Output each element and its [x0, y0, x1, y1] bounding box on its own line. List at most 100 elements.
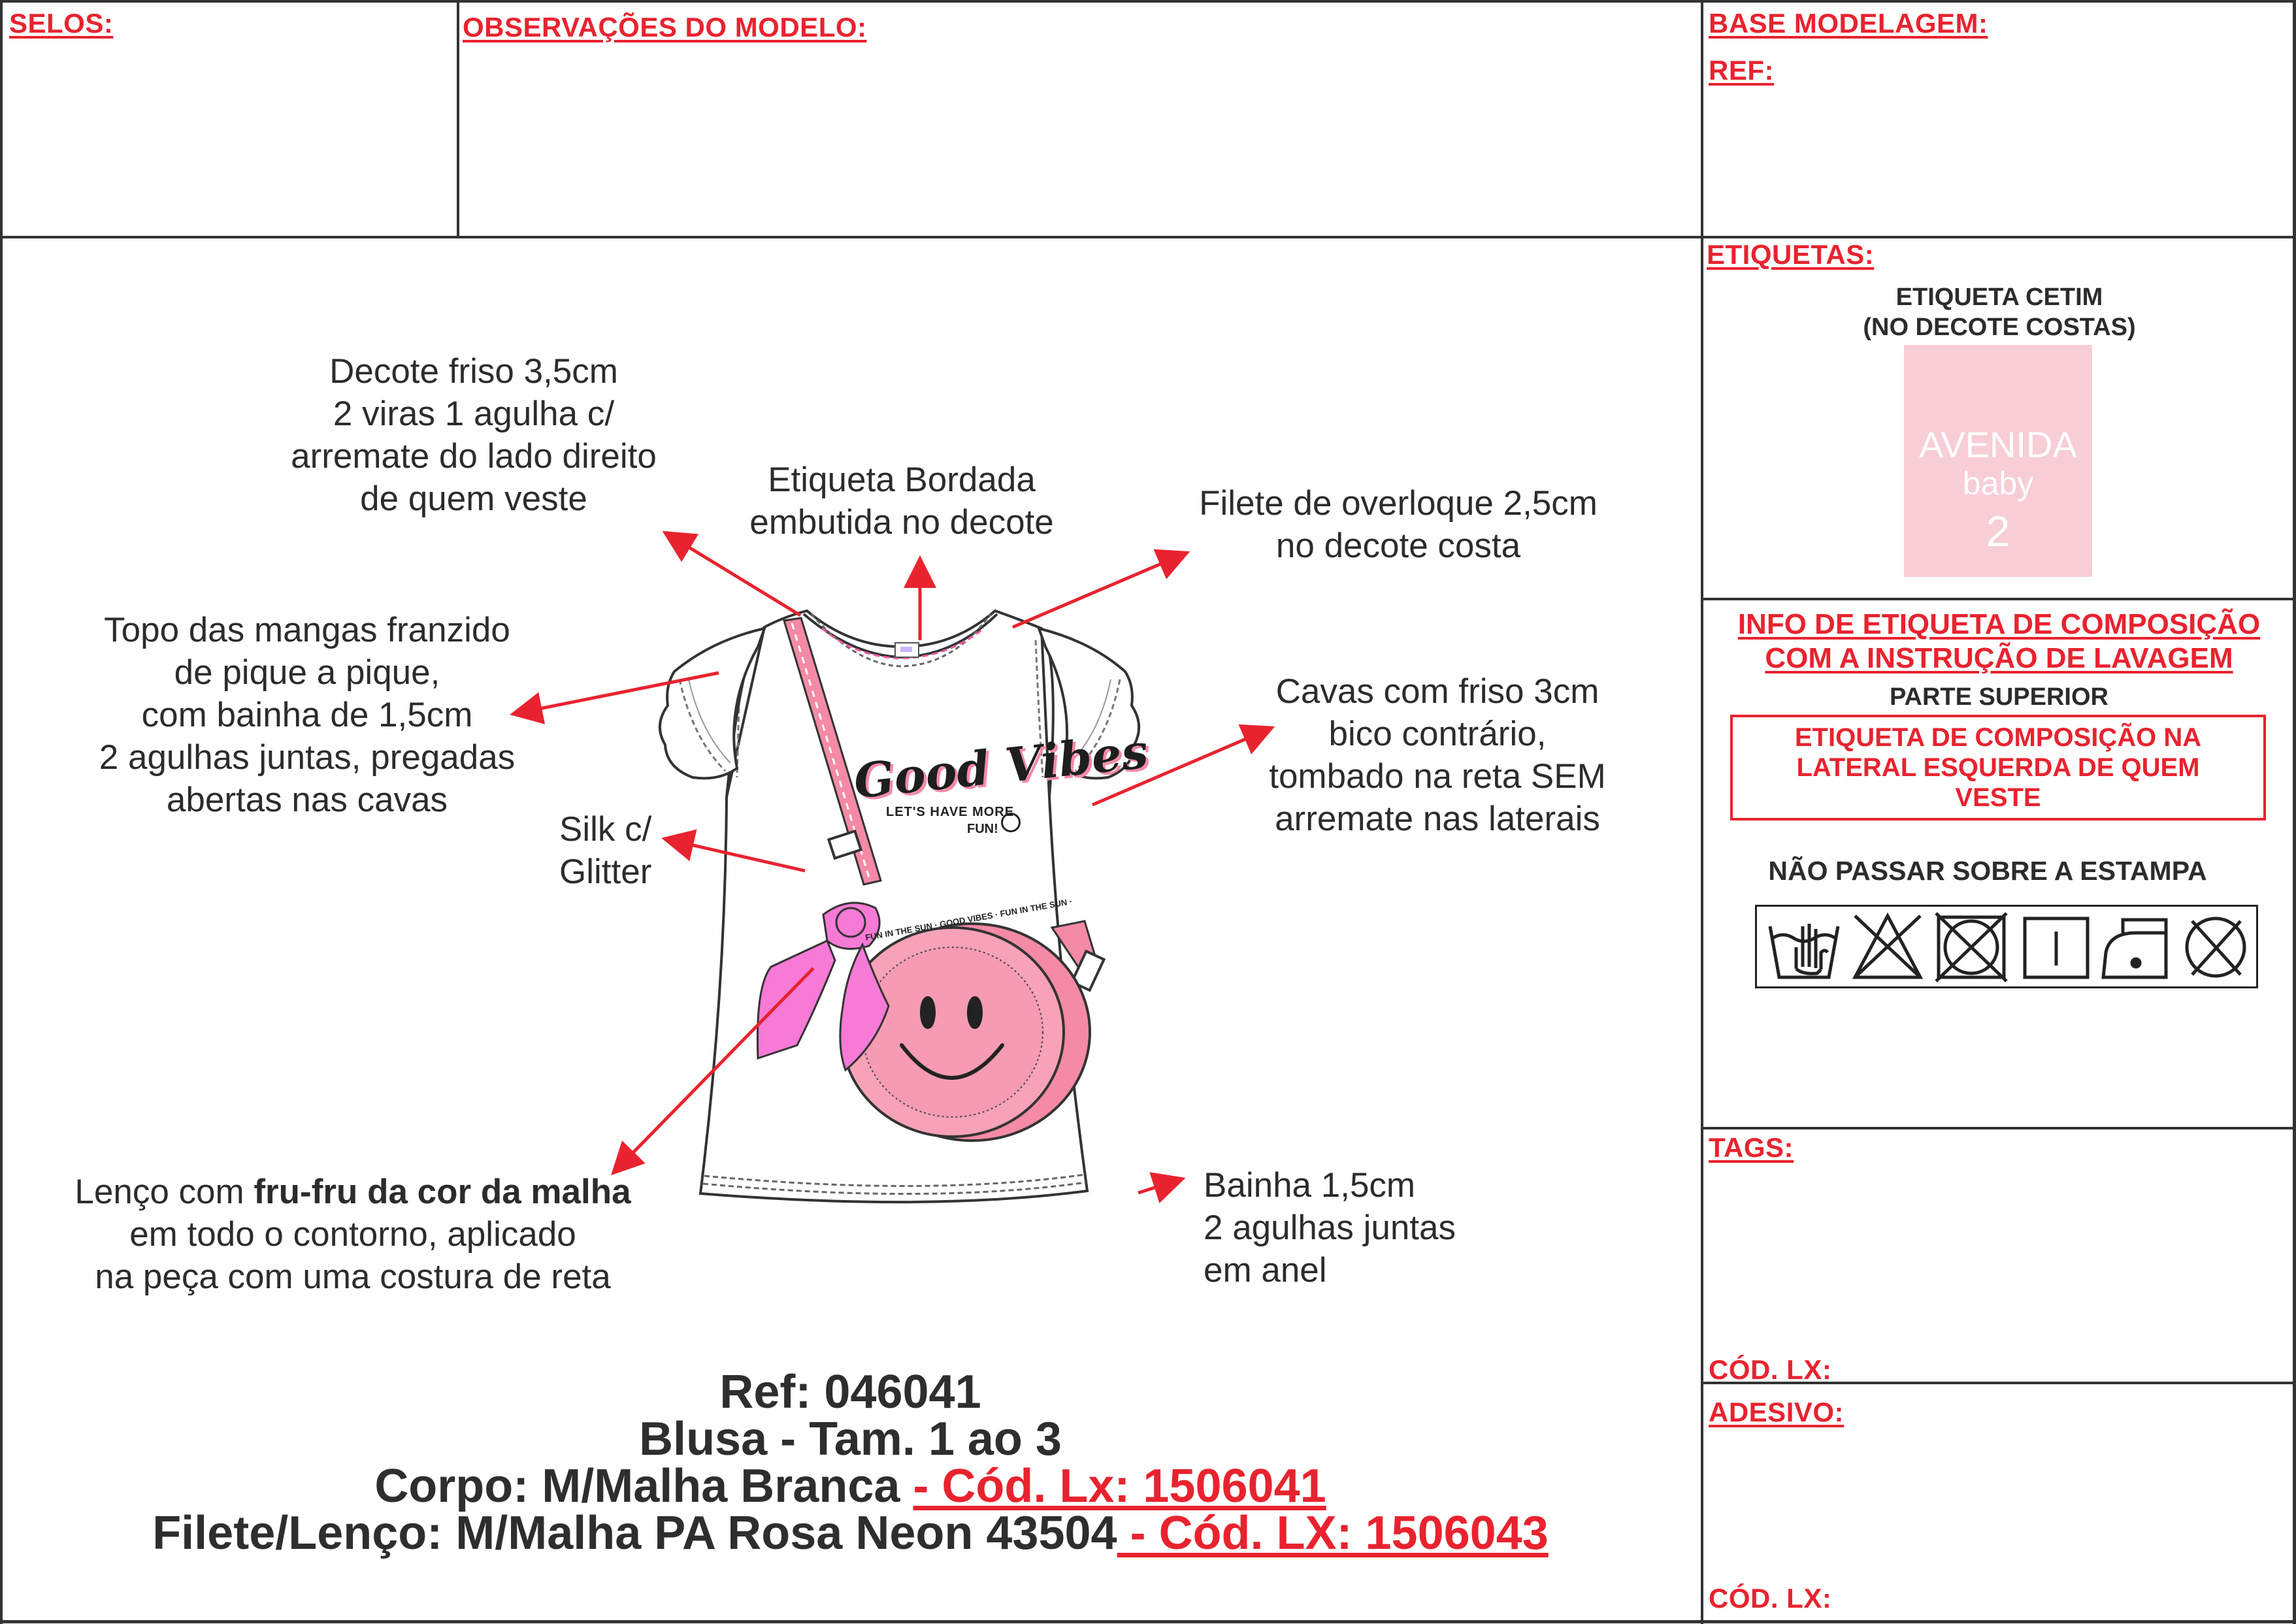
note-filete: Filete de overloque 2,5cm no decote cost…	[1150, 482, 1647, 567]
round-bag	[840, 922, 1091, 1142]
note-cavas-line1: Cavas com friso 3cm	[1275, 672, 1599, 711]
label-size: 2	[1986, 507, 2010, 555]
composicao-title-line2: COM A INSTRUÇÃO DE LAVAGEM	[1765, 642, 2233, 674]
note-bainha-line2: 2 agulhas juntas	[1204, 1209, 1456, 1247]
no-dry-clean-icon	[2185, 917, 2246, 978]
corpo-line: Corpo: M/Malha Branca - Cód. Lx: 1506041	[0, 1459, 1701, 1513]
no-tumble-dry-icon	[1935, 912, 2008, 983]
arrow-silk	[661, 829, 806, 873]
line-dry-icon	[2023, 917, 2090, 979]
observacoes-header: OBSERVAÇÕES DO MODELO:	[463, 12, 867, 42]
label-sub: baby	[1962, 465, 2034, 502]
note-lenco-line3: na peça com uma costura de reta	[95, 1258, 611, 1296]
print-tagline-1: LET'S HAVE MORE	[886, 805, 1015, 819]
arrow-lenco	[611, 967, 815, 1176]
frame-top	[0, 0, 2296, 3]
label-brand: AVENIDA	[1919, 424, 2077, 465]
etiqueta-cetim-line2: (NO DECOTE COSTAS)	[1863, 314, 2136, 341]
tags-header: TAGS:	[1709, 1132, 1794, 1163]
etiquetas-header: ETIQUETAS:	[1707, 239, 1875, 270]
nao-passar-warning: NÃO PASSAR SOBRE A ESTAMPA	[1768, 856, 2207, 886]
note-filete-line2: no decote costa	[1275, 527, 1521, 565]
parte-superior: PARTE SUPERIOR	[1889, 683, 2108, 711]
note-lenco: Lenço com fru-fru da cor da malha em tod…	[39, 1171, 666, 1298]
note-bainha-line1: Bainha 1,5cm	[1204, 1166, 1416, 1205]
note-topo-line4: 2 agulhas juntas, pregadas	[99, 738, 516, 777]
ref-title: Ref: 046041	[719, 1366, 981, 1418]
note-decote-line4: de quem veste	[360, 479, 587, 518]
adesivo-divider	[1701, 1382, 2296, 1384]
note-lenco-line1: Lenço com fru-fru da cor da malha	[39, 1171, 666, 1213]
arrow-filete	[1012, 549, 1190, 629]
note-etiqueta-bordada: Etiqueta Bordada embutida no decote	[706, 459, 1098, 544]
composicao-box: ETIQUETA DE COMPOSIÇÃO NA LATERAL ESQUER…	[1730, 715, 2266, 820]
composicao-title-line1: INFO DE ETIQUETA DE COMPOSIÇÃO	[1737, 608, 2261, 640]
smiley-face	[900, 996, 1004, 1080]
composicao-box-text: ETIQUETA DE COMPOSIÇÃO NA LATERAL ESQUER…	[1794, 723, 2202, 812]
bag-strap	[783, 617, 1106, 992]
left-sleeve	[658, 626, 767, 780]
note-topo-mangas: Topo das mangas franzido de pique a piqu…	[46, 609, 568, 821]
corpo-cod-lx: - Cód. Lx: 1506041	[913, 1460, 1326, 1512]
etiqueta-cetim-line1: ETIQUETA CETIM	[1895, 284, 2103, 311]
note-cavas: Cavas com friso 3cm bico contrário, tomb…	[1228, 670, 1647, 840]
composicao-title: INFO DE ETIQUETA DE COMPOSIÇÃO COM A INS…	[1707, 608, 2291, 675]
note-topo-line5: abertas nas cavas	[166, 781, 448, 819]
iron-low-icon	[2101, 918, 2168, 979]
filete-text: Filete/Lenço: M/Malha PA Rosa Neon 43504	[152, 1507, 1117, 1559]
note-cavas-line2: bico contrário,	[1328, 715, 1547, 753]
note-cavas-line4: arremate nas laterais	[1275, 800, 1600, 838]
base-modelagem-header: BASE MODELAGEM:	[1709, 8, 1988, 39]
note-topo-line1: Topo das mangas franzido	[104, 611, 510, 649]
corpo-text: Corpo: M/Malha Branca	[374, 1460, 913, 1512]
arrow-topo-mangas	[510, 671, 719, 724]
filete-line: Filete/Lenço: M/Malha PA Rosa Neon 43504…	[0, 1506, 1701, 1560]
note-lenco-line2: em todo o contorno, aplicado	[129, 1215, 576, 1254]
note-etiqueta-line1: Etiqueta Bordada	[768, 461, 1036, 499]
cod-lx-tags-label: CÓD. LX:	[1709, 1354, 1832, 1385]
note-filete-line1: Filete de overloque 2,5cm	[1199, 484, 1598, 523]
no-bleach-icon	[1852, 912, 1924, 979]
adesivo-header: ADESIVO:	[1709, 1397, 1845, 1427]
care-symbols	[1755, 905, 2258, 988]
selos-header: SELOS:	[9, 8, 114, 39]
etiquetas-divider	[1701, 598, 2296, 600]
arrow-cavas	[1092, 724, 1275, 807]
ref-header: REF:	[1709, 55, 1774, 86]
note-bainha: Bainha 1,5cm 2 agulhas juntas em anel	[1204, 1164, 1456, 1291]
smiley-small-icon	[1001, 813, 1021, 832]
note-bainha-line3: em anel	[1204, 1251, 1327, 1290]
note-topo-line3: com bainha de 1,5cm	[141, 696, 473, 734]
garment-illustration	[658, 609, 1141, 1204]
frame-left	[0, 0, 3, 1624]
note-lenco-bold: fru-fru da cor da malha	[254, 1173, 631, 1211]
pink-scarf	[756, 901, 890, 1072]
note-topo-line2: de pique a pique,	[174, 653, 440, 692]
etiqueta-cetim-label: AVENIDA baby 2	[1904, 345, 2092, 577]
arrow-bainha	[1138, 1172, 1186, 1203]
filete-cod-lx: - Cód. LX: 1506043	[1117, 1507, 1549, 1559]
arrow-decote-friso	[662, 530, 802, 617]
frame-right	[2293, 0, 2296, 1624]
side-panel-divider	[1701, 0, 1703, 1624]
note-lenco-pre: Lenço com	[74, 1173, 254, 1211]
note-decote-line3: arremate do lado direito	[291, 437, 657, 476]
note-decote-line2: 2 viras 1 agulha c/	[333, 395, 615, 433]
frame-bottom	[0, 1620, 2296, 1623]
header-divider	[0, 236, 2296, 238]
note-decote-line1: Decote friso 3,5cm	[329, 352, 618, 391]
selos-divider	[457, 0, 459, 238]
hand-wash-icon	[1768, 924, 1840, 979]
note-decote-friso: Decote friso 3,5cm 2 viras 1 agulha c/ a…	[235, 350, 712, 520]
etiqueta-cetim-title: ETIQUETA CETIM (NO DECOTE COSTAS)	[1836, 282, 2163, 342]
neck-label	[894, 642, 919, 658]
note-silk: Silk c/ Glitter	[559, 808, 651, 893]
right-sleeve	[1036, 626, 1141, 780]
note-silk-line1: Silk c/	[559, 810, 652, 849]
note-etiqueta-line2: embutida no decote	[749, 503, 1054, 542]
print-tagline-2: FUN!	[967, 822, 998, 836]
blusa-title: Blusa - Tam. 1 ao 3	[639, 1413, 1062, 1465]
note-silk-line2: Glitter	[559, 853, 652, 891]
tags-divider	[1701, 1127, 2296, 1129]
